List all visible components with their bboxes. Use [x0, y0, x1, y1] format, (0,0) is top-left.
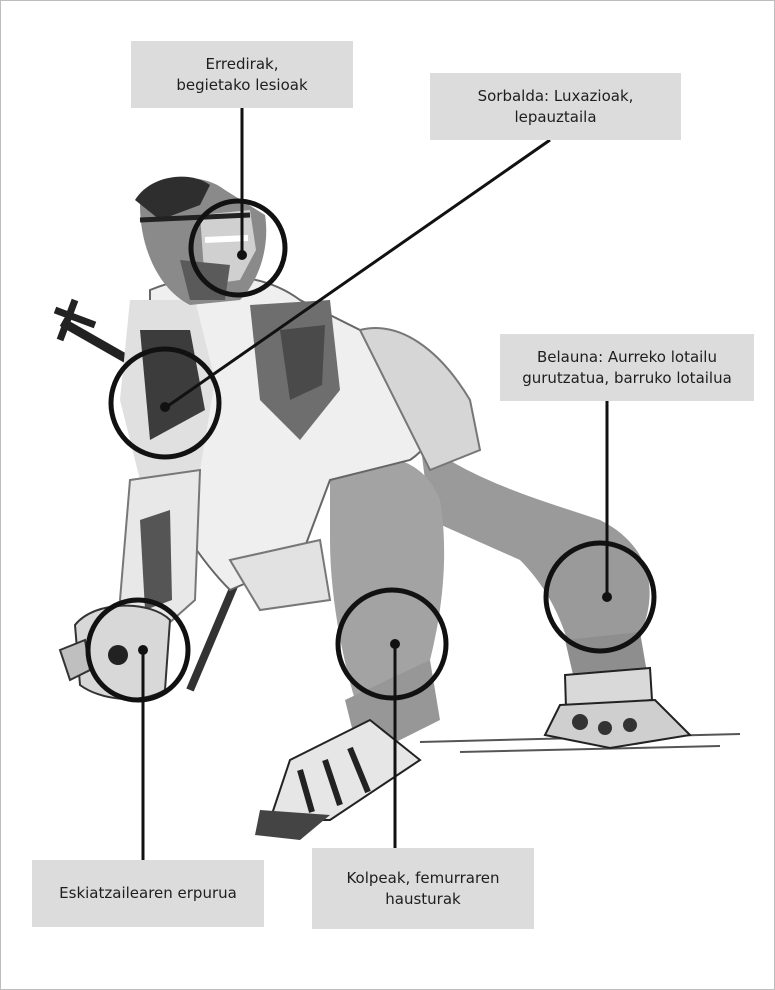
femur-line2: hausturak — [346, 889, 499, 910]
shoulder-line2: lepauztaila — [478, 107, 634, 128]
shoulder-callout: Sorbalda: Luxazioak, lepauztaila — [430, 73, 681, 140]
skier-thumb-callout: Eskiatzailearen erpurua — [32, 860, 264, 927]
knee-callout: Belauna: Aurreko lotailu gurutzatua, bar… — [500, 334, 754, 401]
right-leg — [420, 440, 690, 748]
skier-thumb-line1: Eskiatzailearen erpurua — [59, 883, 237, 904]
knee-line2: gurutzatua, barruko lotailua — [522, 368, 732, 389]
eye-injuries-callout: Erredirak, begietako lesioak — [131, 41, 353, 108]
shoulder-line1: Sorbalda: Luxazioak, — [478, 86, 634, 107]
femur-line1: Kolpeak, femurraren — [346, 868, 499, 889]
eye-injuries-line2: begietako lesioak — [176, 75, 307, 96]
glove — [60, 606, 170, 699]
knee-line1: Belauna: Aurreko lotailu — [522, 347, 732, 368]
head — [135, 177, 266, 305]
eye-injuries-line1: Erredirak, — [176, 54, 307, 75]
femur-callout: Kolpeak, femurraren hausturak — [312, 848, 534, 929]
